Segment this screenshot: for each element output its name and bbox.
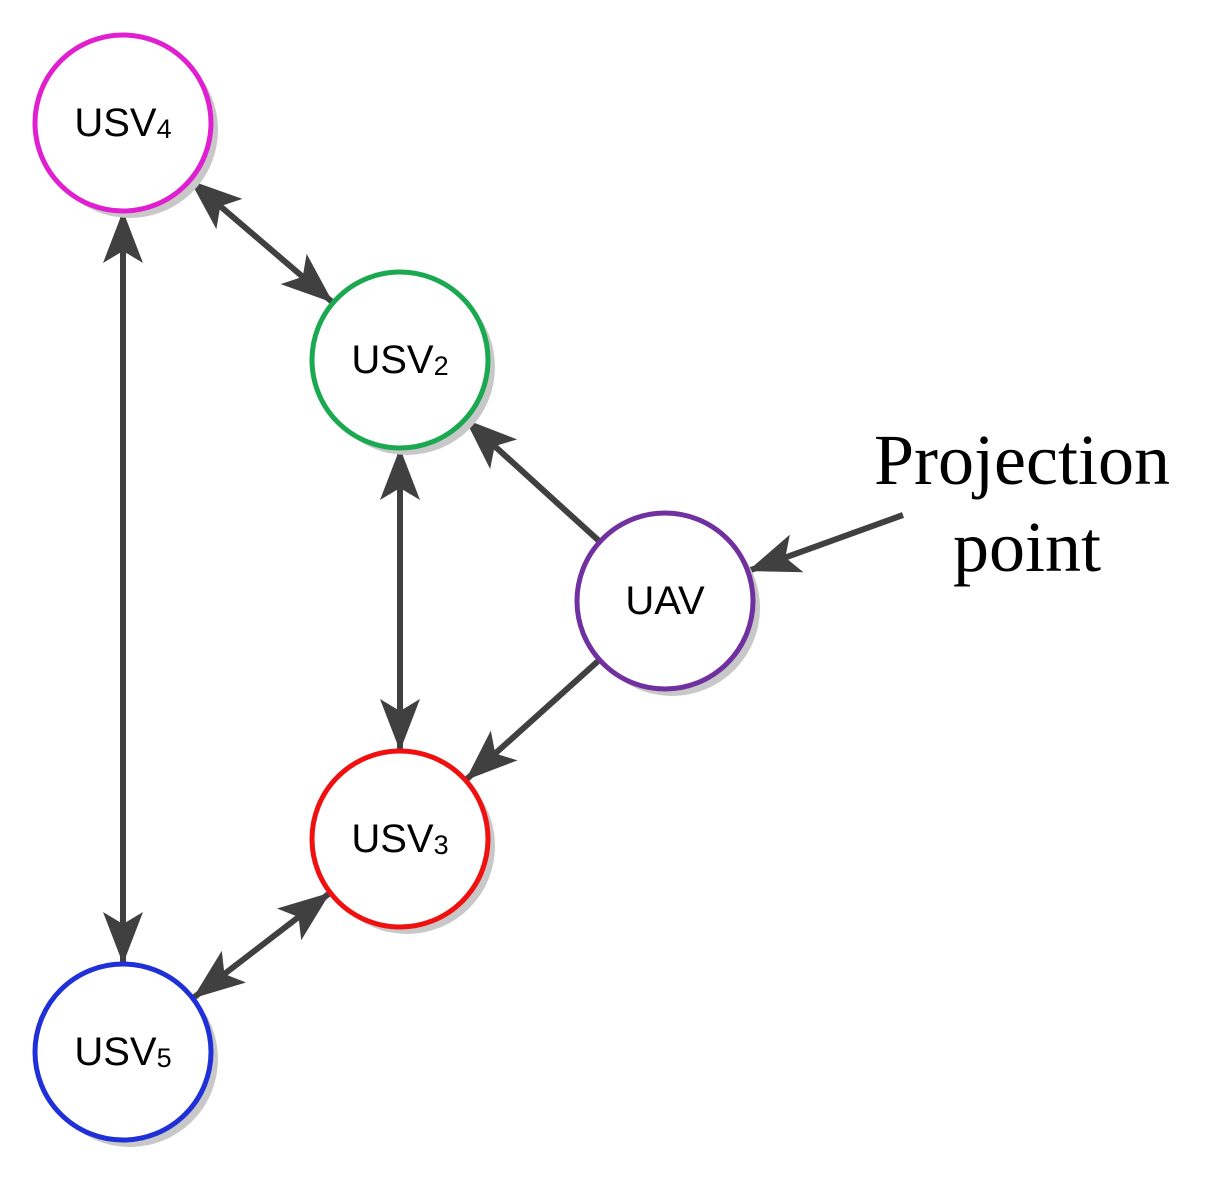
node-usv4: USV4 (32, 32, 218, 218)
node-usv3-sub: 3 (434, 830, 449, 860)
edges-layer (103, 179, 905, 1000)
node-usv5-circle (32, 961, 214, 1143)
node-usv5-base: USV (74, 1030, 157, 1074)
node-usv3-base: USV (351, 817, 434, 861)
annotation-line1: Projection (874, 420, 1170, 500)
node-usv5-sub: 5 (157, 1043, 172, 1073)
node-usv4-base: USV (74, 101, 157, 145)
node-usv5-label: USV5 (74, 1030, 171, 1074)
node-usv2-sub: 2 (434, 351, 449, 381)
node-usv4-sub: 4 (157, 114, 172, 144)
node-usv3-label: USV3 (351, 817, 448, 861)
node-uav-circle (574, 510, 756, 692)
node-usv3-circle (309, 748, 491, 930)
edge-usv3-usv5 (192, 891, 331, 1000)
node-usv2-circle (309, 269, 491, 451)
edge-uav-usv3 (464, 658, 601, 782)
node-usv5: USV5 (32, 961, 218, 1147)
node-usv4-label: USV4 (74, 101, 171, 145)
node-usv2: USV2 (309, 269, 495, 455)
node-usv3: USV3 (309, 748, 495, 934)
node-uav-label: UAV (625, 579, 705, 623)
edge-annotation-uav (747, 512, 905, 574)
node-usv2-base: USV (351, 338, 434, 382)
node-uav: UAV (574, 510, 760, 696)
projection-point-annotation: Projection point (874, 420, 1170, 587)
node-usv4-circle (32, 32, 214, 214)
node-uav-base: UAV (625, 579, 705, 623)
node-usv2-label: USV2 (351, 338, 448, 382)
edge-uav-usv2 (464, 418, 601, 543)
annotation-line2: point (953, 507, 1101, 587)
edge-usv4-usv2 (189, 179, 334, 304)
